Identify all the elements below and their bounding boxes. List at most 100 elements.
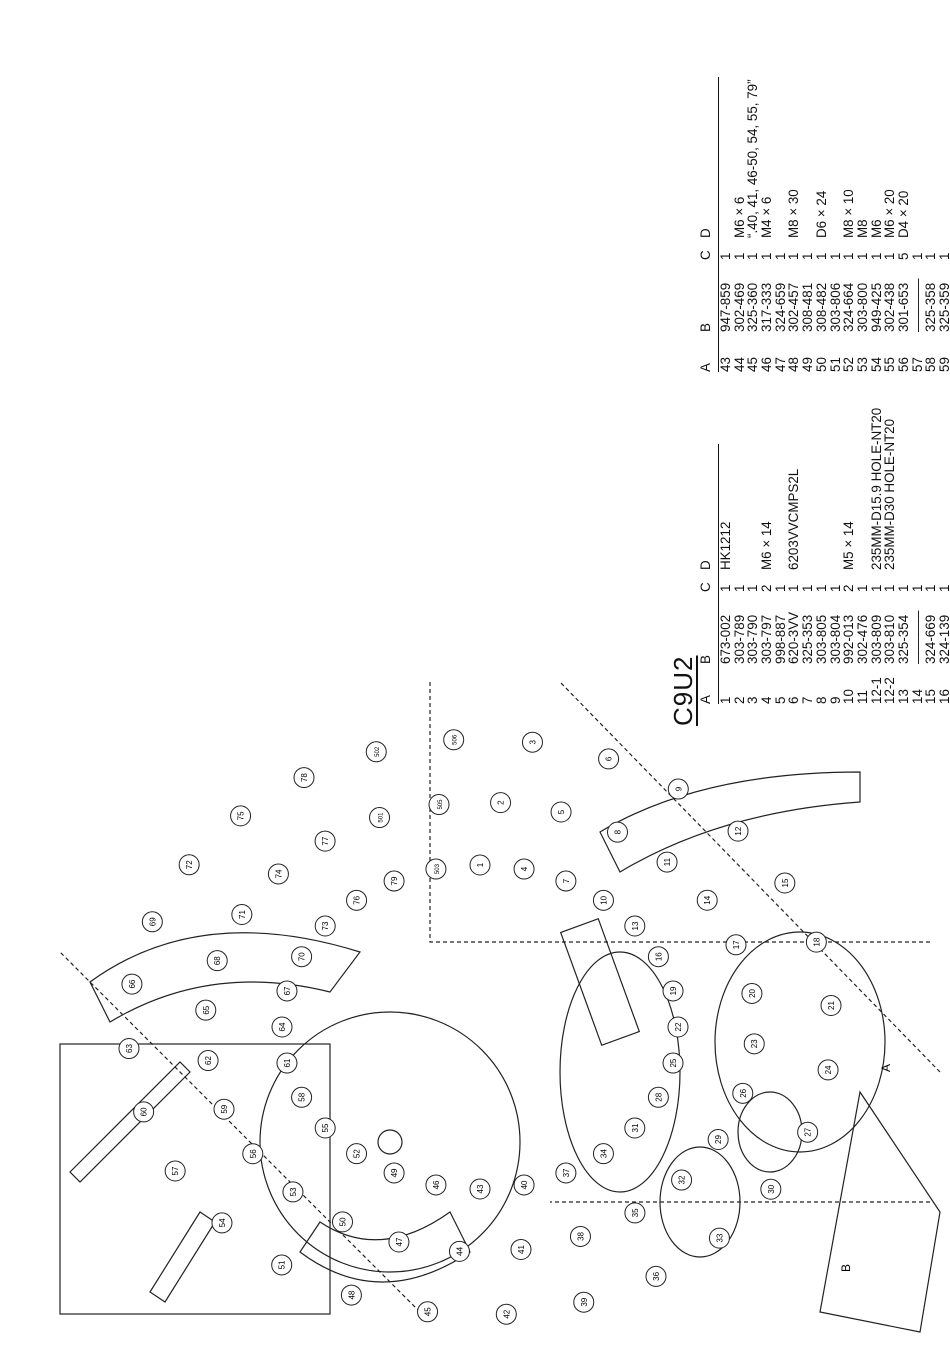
callout-37: 37 [555,1162,577,1184]
callout-45: 45 [417,1301,439,1323]
remarks: 6203VVCMPS2L [786,468,802,570]
callout-24: 24 [817,1059,839,1081]
callout-31: 31 [624,1117,646,1139]
callout-23: 23 [743,1033,765,1055]
callout-36: 36 [645,1265,667,1287]
callout-26: 26 [732,1082,754,1104]
part-code: 949-425 [868,282,884,332]
svg-text:42: 42 [502,1309,511,1318]
svg-text:10: 10 [599,895,608,904]
callout-33: 33 [708,1227,730,1249]
item-no: 44 [731,357,747,372]
item-no: 55 [882,357,898,372]
callout-57: 57 [164,1160,186,1182]
header-d: D [698,560,713,570]
quantity: 1 [731,252,747,260]
saw-blade [259,1011,521,1273]
quantity: 1 [827,584,843,592]
callout-79: 79 [383,870,405,892]
callout-66: 66 [121,973,143,995]
quantity: 1 [813,584,829,592]
part-code: 303-804 [827,614,843,664]
svg-text:53: 53 [289,1187,298,1196]
svg-text:41: 41 [517,1244,526,1253]
svg-text:32: 32 [678,1175,687,1184]
part-code: 302-469 [731,282,747,332]
svg-text:40: 40 [520,1180,529,1189]
quantity: 2 [759,584,775,592]
svg-text:59: 59 [220,1104,229,1113]
quantity: 1 [882,252,898,260]
callout-35: 35 [624,1202,646,1224]
header-d: D [698,228,713,238]
svg-text:69: 69 [148,917,157,926]
callout-77: 77 [314,830,336,852]
svg-text:16: 16 [654,952,663,961]
part-code: 303-809 [868,614,884,664]
svg-text:18: 18 [812,937,821,946]
part-code: 325-353 [800,614,816,664]
svg-text:45: 45 [424,1307,433,1316]
svg-text:17: 17 [732,940,741,949]
item-no: 46 [759,357,775,372]
callout-71: 71 [231,904,253,925]
svg-text:44: 44 [455,1246,464,1255]
callout-8: 8 [607,821,628,843]
part-code: 324-139 [937,614,950,664]
item-no: 53 [854,357,870,372]
callout-10: 10 [592,889,614,911]
quantity: 1 [868,252,884,260]
handle [599,771,861,873]
quantity: 1 [909,584,925,592]
quantity: 1 [718,252,733,260]
header-c: C [698,250,713,260]
item-no: 51 [827,357,843,372]
svg-text:21: 21 [827,1000,836,1009]
callout-72: 72 [178,854,200,876]
svg-text:29: 29 [714,1135,723,1144]
callout-51: 51 [271,1254,293,1276]
item-no: 48 [786,357,802,372]
svg-text:30: 30 [767,1184,776,1193]
item-no: 54 [868,357,884,372]
item-no: 59 [937,357,950,372]
callout-46: 46 [425,1174,447,1196]
callout-41: 41 [510,1238,532,1260]
svg-text:31: 31 [631,1123,640,1132]
svg-text:20: 20 [748,988,757,997]
part-code: 303-805 [813,614,829,664]
svg-text:506: 506 [453,734,459,745]
callout-69: 69 [141,911,163,933]
callout-1: 1 [469,854,491,876]
callout-38: 38 [569,1225,591,1247]
quantity: 1 [813,252,829,260]
part-code: 302-438 [882,282,898,332]
callout-34: 34 [592,1143,614,1165]
quantity: 1 [718,584,733,592]
callout-505: 505 [428,794,450,816]
quantity: 1 [841,252,857,260]
callout-44: 44 [448,1240,470,1262]
part-code: 302-457 [786,282,802,332]
svg-text:38: 38 [576,1231,585,1240]
quantity: 1 [759,252,775,260]
callout-42: 42 [495,1303,517,1325]
svg-text:55: 55 [321,1123,330,1132]
svg-text:9: 9 [674,786,683,791]
remarks: M8 × 30 [786,189,802,238]
svg-text:27: 27 [804,1127,813,1136]
svg-text:65: 65 [202,1005,211,1014]
svg-text:67: 67 [283,986,292,995]
